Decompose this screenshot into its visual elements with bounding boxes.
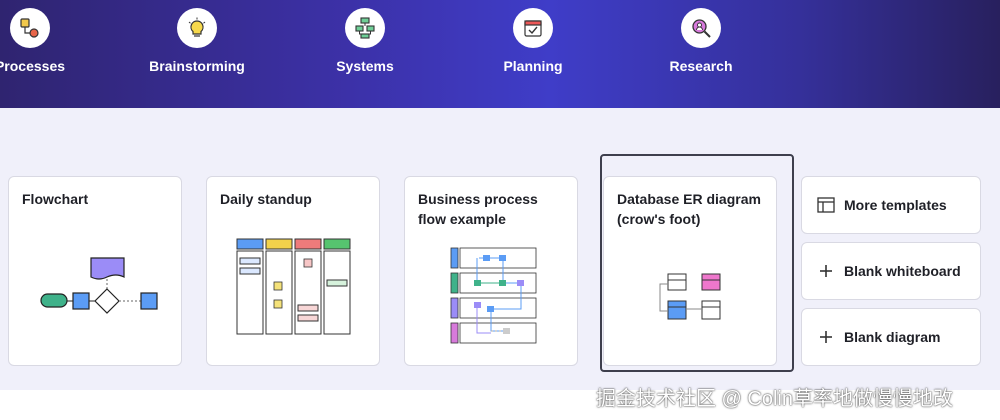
- blank-whiteboard-label: Blank whiteboard: [844, 263, 961, 279]
- magnifier-person-icon: [681, 8, 721, 48]
- blank-diagram-button[interactable]: Blank diagram: [801, 308, 981, 366]
- process-icon: [10, 8, 50, 48]
- er-diagram-thumbnail: [659, 273, 721, 320]
- category-label: Systems: [336, 58, 394, 74]
- template-title: Business process flow example: [418, 191, 538, 227]
- template-title: Flowchart: [22, 191, 89, 207]
- template-icon: [816, 195, 836, 215]
- category-label: Planning: [503, 58, 563, 74]
- category-planning[interactable]: Planning: [463, 8, 603, 74]
- category-systems[interactable]: Systems: [295, 8, 435, 74]
- systems-icon: [345, 8, 385, 48]
- flowchart-thumbnail: [40, 257, 158, 314]
- template-title: Daily standup: [220, 191, 312, 207]
- category-label: Processes: [0, 58, 66, 74]
- selected-card-outline: [600, 154, 794, 372]
- lightbulb-icon: [177, 8, 217, 48]
- watermark-text: 掘金技术社区 @ Colin草率地做慢慢地改: [596, 388, 953, 410]
- calendar-check-icon: [513, 8, 553, 48]
- more-templates-label: More templates: [844, 197, 947, 213]
- template-card-daily-standup[interactable]: Daily standup: [206, 176, 380, 366]
- standup-thumbnail: [236, 238, 351, 335]
- category-brainstorming[interactable]: Brainstorming: [127, 8, 267, 74]
- template-card-er-diagram[interactable]: Database ER diagram (crow's foot): [603, 176, 777, 366]
- category-research[interactable]: Research: [631, 8, 771, 74]
- blank-whiteboard-button[interactable]: Blank whiteboard: [801, 242, 981, 300]
- category-processes[interactable]: Processes: [0, 8, 100, 74]
- plus-icon: [816, 327, 836, 347]
- more-templates-button[interactable]: More templates: [801, 176, 981, 234]
- bottom-strip: [0, 390, 1000, 420]
- template-title: Database ER diagram (crow's foot): [617, 191, 761, 227]
- category-banner: Processes Brainstorming Systems: [0, 0, 1000, 108]
- category-label: Research: [669, 58, 733, 74]
- plus-icon: [816, 261, 836, 281]
- blank-diagram-label: Blank diagram: [844, 329, 941, 345]
- template-card-flowchart[interactable]: Flowchart: [8, 176, 182, 366]
- template-card-business-process[interactable]: Business process flow example: [404, 176, 578, 366]
- category-label: Brainstorming: [149, 58, 245, 74]
- process-flow-thumbnail: [450, 247, 537, 344]
